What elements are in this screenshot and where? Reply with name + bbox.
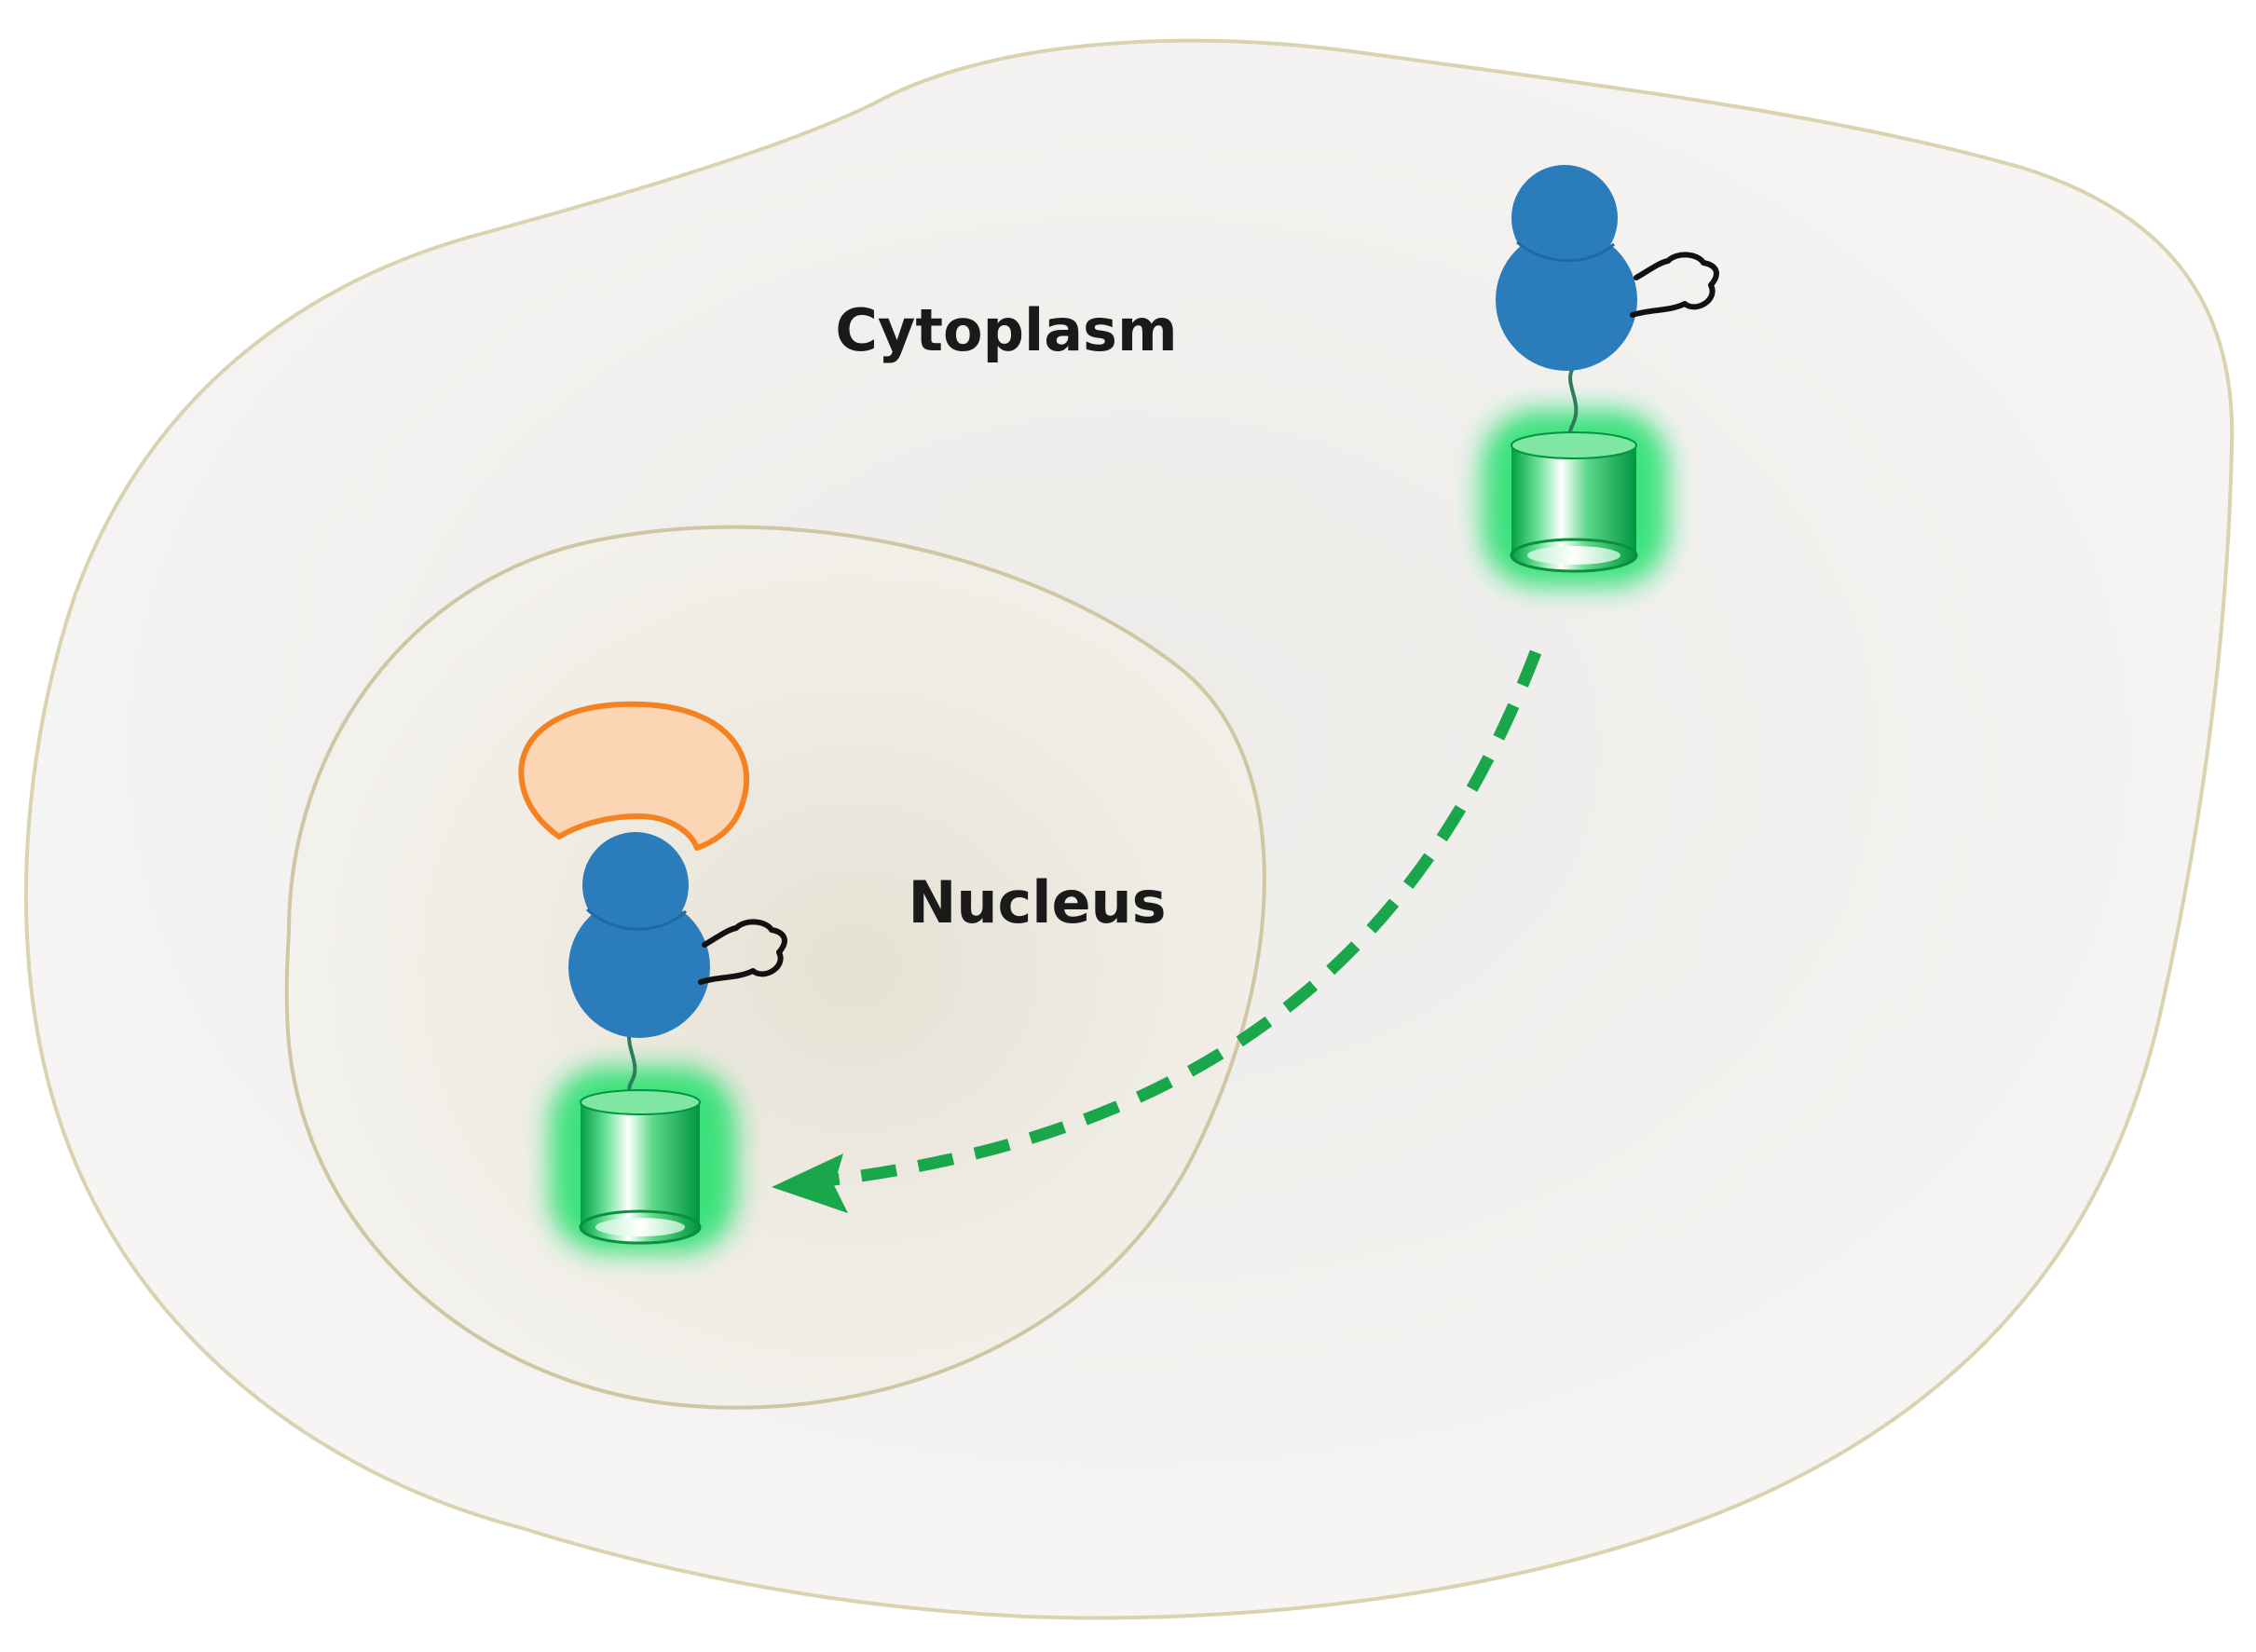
receptor-head — [1511, 165, 1618, 271]
receptor-seam — [585, 908, 688, 931]
nucleus-label: Nucleus — [908, 868, 1166, 936]
receptor-head — [582, 832, 689, 938]
ligand-icon — [518, 701, 750, 851]
receptor-body — [1496, 229, 1637, 371]
translocation-arrow-icon — [800, 649, 1542, 1190]
chaperone-loop-icon — [1630, 252, 1719, 318]
receptor-body — [568, 896, 710, 1038]
nuclear-complex — [518, 701, 787, 1253]
gfp-barrel-icon — [1510, 431, 1638, 573]
chaperone-loop-icon — [698, 919, 787, 985]
receptor-seam — [1516, 240, 1615, 263]
arrowhead-icon — [772, 1154, 848, 1213]
cytoplasm-label: Cytoplasm — [835, 296, 1177, 364]
gfp-barrel-icon — [579, 1089, 702, 1245]
cytoplasmic-complex — [1482, 165, 1719, 587]
